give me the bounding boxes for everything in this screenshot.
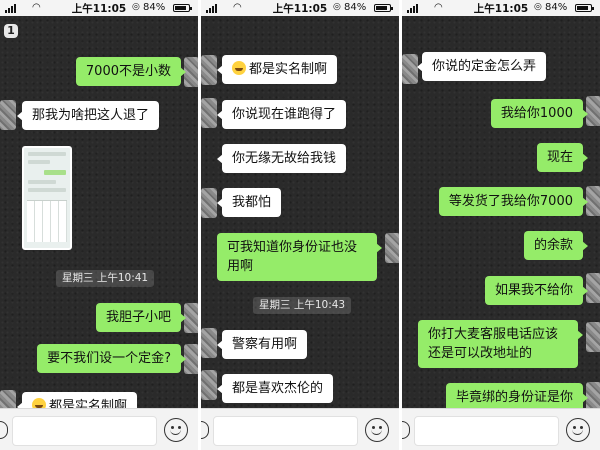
rotation-lock-icon: ◎ [132,2,140,12]
wifi-icon: ◠ [233,2,242,13]
message-bubble-incoming[interactable]: 我都怕 [216,188,282,217]
message-timestamp: 星期三 上午10:43 [253,297,352,314]
chat-screenshot-2: ◠ 上午11:05 ◎ 84% 都是实名制啊 你说现在谁跑得了 你无缘无故给我钱… [201,0,399,450]
chat-header: 1 [0,16,198,48]
contact-avatar[interactable] [402,54,418,84]
own-avatar[interactable] [184,303,198,333]
voice-icon[interactable] [201,421,209,439]
rotation-lock-icon: ◎ [333,2,341,12]
contact-avatar[interactable] [201,98,217,128]
message-bubble-outgoing[interactable]: 7000不是小数 [75,57,187,86]
message-bubble-outgoing[interactable]: 可我知道你身份证也没用啊 [217,233,382,281]
voice-icon[interactable] [402,421,410,439]
signal-icon [206,4,222,13]
message-bubble-outgoing[interactable]: 要不我们设一个定金? [37,344,186,373]
own-avatar[interactable] [586,382,600,412]
message-bubble-outgoing[interactable]: 我胆子小吧 [95,303,187,332]
message-bubble-outgoing[interactable]: 现在 [536,143,589,172]
own-avatar[interactable] [586,322,600,352]
emoji-smile-icon[interactable] [365,418,389,442]
message-bubble-outgoing[interactable]: 的余款 [523,231,589,260]
signal-icon [5,4,21,13]
wifi-icon: ◠ [434,2,443,13]
own-avatar[interactable] [586,96,600,126]
message-bubble-outgoing[interactable]: 毕竟绑的身份证是你 [445,383,589,412]
own-avatar[interactable] [586,273,600,303]
status-bar: ◠ 上午11:05 ◎ 84% [201,0,399,16]
message-bubble-incoming[interactable]: 那我为啥把这人退了 [16,101,160,130]
battery-icon [575,4,594,12]
chat-input-bar [402,408,600,450]
message-bubble-incoming[interactable]: 都是实名制啊 [216,55,338,84]
message-input[interactable] [414,416,559,446]
voice-icon[interactable] [0,421,8,439]
message-input[interactable] [213,416,358,446]
message-timestamp: 星期三 上午10:41 [56,270,155,287]
contact-avatar[interactable] [201,188,217,218]
battery-icon [173,4,192,12]
chat-input-bar [0,408,198,450]
emoji-smile-icon[interactable] [566,418,590,442]
signal-icon [407,4,423,13]
battery-percent: 84% [143,2,166,13]
message-bubble-incoming[interactable]: 你无缘无故给我钱 [216,144,347,173]
unread-count-badge[interactable]: 1 [4,24,18,38]
battery-percent: 84% [545,2,568,13]
chat-screenshot-3: ◠ 上午11:05 ◎ 84% 你说的定金怎么弄 我给你1000 现在 等发货了… [402,0,600,450]
status-time: 上午11:05 [71,3,127,15]
message-bubble-incoming[interactable]: 你说的定金怎么弄 [416,52,547,81]
own-avatar[interactable] [385,233,399,263]
message-bubble-incoming[interactable]: 警察有用啊 [216,330,308,359]
status-bar: ◠ 上午11:05 ◎ 84% [0,0,198,16]
battery-icon [374,4,393,12]
emoji-smile-icon[interactable] [164,418,188,442]
chat-input-bar [201,408,399,450]
status-time: 上午11:05 [473,3,529,15]
contact-avatar[interactable] [0,100,16,130]
own-avatar[interactable] [586,186,600,216]
message-bubble-outgoing[interactable]: 等发货了我给你7000 [438,187,589,216]
contact-avatar[interactable] [201,55,217,85]
rotation-lock-icon: ◎ [534,2,542,12]
status-bar: ◠ 上午11:05 ◎ 84% [402,0,600,16]
own-avatar[interactable] [184,344,198,374]
message-input[interactable] [12,416,157,446]
contact-avatar[interactable] [201,328,217,358]
chat-screenshot-1: ◠ 上午11:05 ◎ 84% 1 7000不是小数 那我为啥把这人退了 星期三… [0,0,198,450]
status-time: 上午11:05 [272,3,328,15]
contact-avatar[interactable] [201,370,217,400]
message-bubble-incoming[interactable]: 你说现在谁跑得了 [216,100,347,129]
wifi-icon: ◠ [32,2,41,13]
image-message[interactable] [22,146,72,250]
battery-percent: 84% [344,2,367,13]
own-avatar[interactable] [184,57,198,87]
laughing-emoji-icon [232,61,246,75]
message-bubble-incoming[interactable]: 都是喜欢杰伦的 [216,374,334,403]
message-bubble-outgoing[interactable]: 如果我不给你 [484,276,589,305]
message-bubble-outgoing[interactable]: 我给你1000 [490,99,589,128]
message-bubble-outgoing[interactable]: 你打大麦客服电话应该还是可以改地址的 [418,320,583,368]
